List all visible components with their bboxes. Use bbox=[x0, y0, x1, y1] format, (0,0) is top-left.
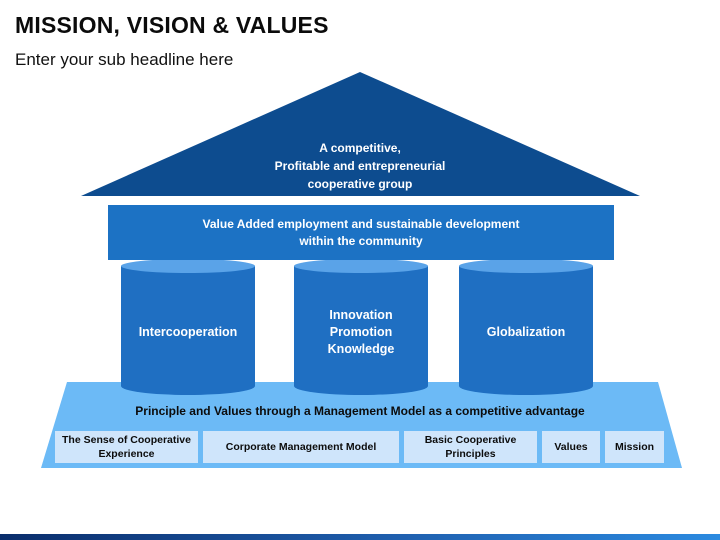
roof-shape bbox=[81, 72, 640, 196]
pillar-label-innovation: Innovation Promotion Knowledge bbox=[327, 307, 395, 356]
pillar-1-shape bbox=[121, 259, 255, 395]
base-item-mission: Mission bbox=[605, 431, 664, 463]
base-item-corporate-management-model: Corporate Management Model bbox=[203, 431, 399, 463]
base-item-basic-cooperative-principles: Basic Cooperative Principles bbox=[404, 431, 537, 463]
roof-text: A competitive, Profitable and entreprene… bbox=[274, 141, 446, 191]
pillar-label-intercooperation: Intercooperation bbox=[138, 324, 238, 339]
pillar-2-shape bbox=[294, 259, 428, 395]
footer-bar bbox=[0, 534, 720, 540]
beam-text: Value Added employment and sustainable d… bbox=[202, 217, 520, 248]
base-item-values: Values bbox=[542, 431, 600, 463]
page-subtitle: Enter your sub headline here bbox=[15, 50, 234, 69]
base-title: Principle and Values through a Managemen… bbox=[135, 404, 585, 418]
page-title: MISSION, VISION & VALUES bbox=[15, 12, 329, 38]
base-item-cooperative-experience: The Sense of Cooperative Experience bbox=[55, 431, 198, 463]
beam-shape bbox=[108, 205, 614, 260]
pillar-3-shape bbox=[459, 259, 593, 395]
pillar-label-globalization: Globalization bbox=[486, 324, 566, 339]
